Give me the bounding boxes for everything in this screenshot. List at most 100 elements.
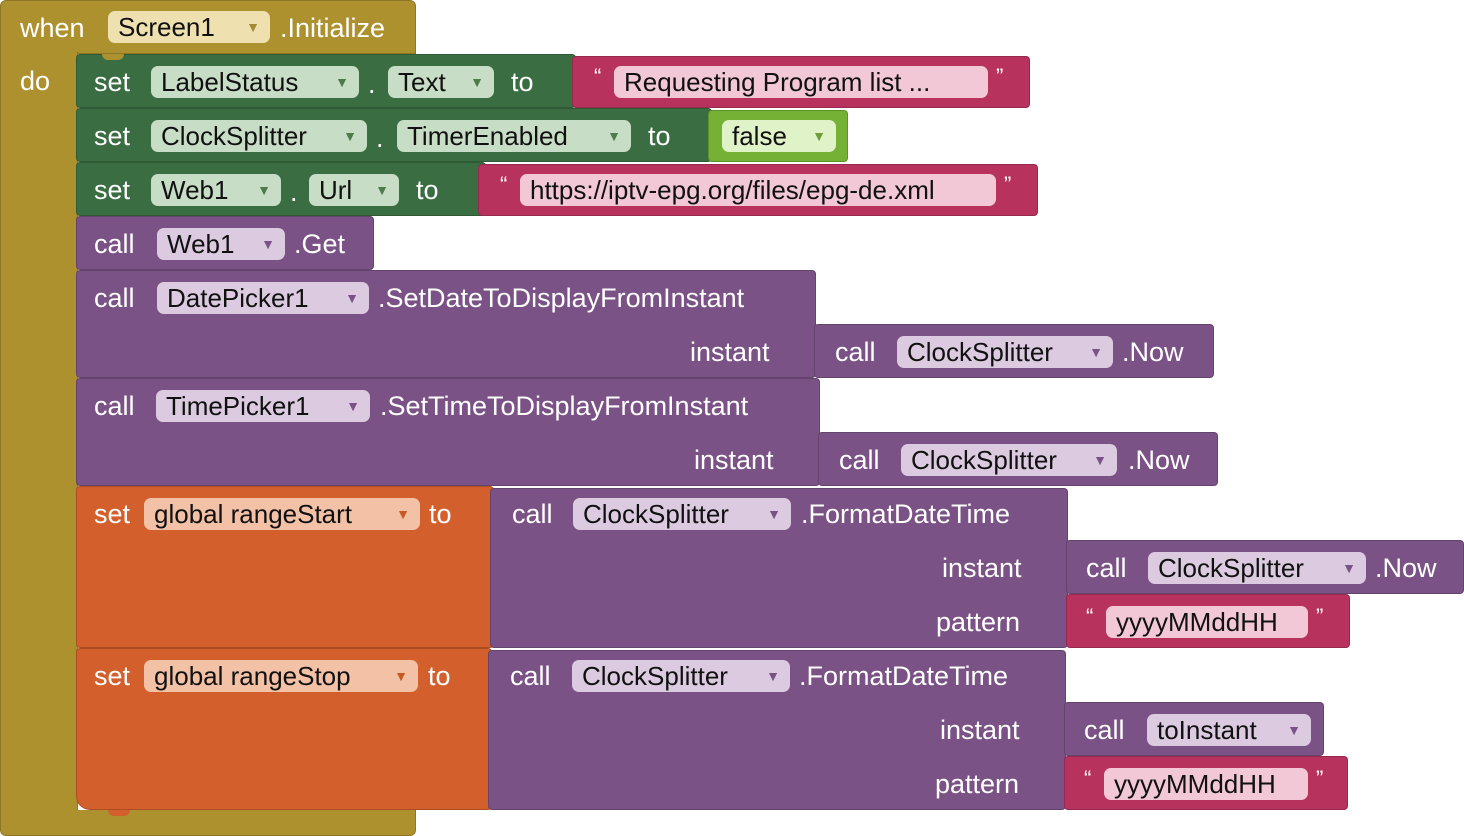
screen-component-label: Screen1	[118, 12, 215, 42]
toinstant-procedure-dropdown[interactable]: toInstant ▼	[1147, 714, 1311, 746]
set-keyword: set	[94, 499, 131, 529]
property-label: Url	[319, 175, 353, 205]
when-keyword: when	[20, 13, 85, 43]
open-quote: “	[1084, 766, 1092, 791]
pattern-text-field[interactable]: yyyyMMddHH	[1104, 768, 1308, 800]
method-name: .Now	[1375, 553, 1437, 583]
clocksplitter-component-dropdown[interactable]: ClockSplitter ▼	[901, 444, 1117, 476]
set-keyword: set	[94, 661, 131, 691]
chevron-down-icon: ▼	[375, 182, 389, 198]
clocksplitter-component-dropdown[interactable]: ClockSplitter ▼	[573, 498, 791, 530]
to-keyword: to	[428, 661, 451, 691]
component-label: Web1	[167, 229, 235, 259]
chevron-down-icon: ▼	[396, 506, 410, 522]
false-value-dropdown[interactable]: false ▼	[722, 120, 836, 152]
pattern-text-field[interactable]: yyyyMMddHH	[1106, 606, 1308, 638]
url-text-field[interactable]: https://iptv-epg.org/files/epg-de.xml	[520, 174, 996, 206]
set-keyword: set	[94, 67, 131, 97]
call-keyword: call	[835, 337, 876, 367]
status-text-field[interactable]: Requesting Program list ...	[614, 66, 988, 98]
labelstatus-component-dropdown[interactable]: LabelStatus ▼	[151, 66, 359, 98]
dot-separator: .	[290, 177, 298, 207]
component-label: Web1	[161, 175, 229, 205]
method-name: .Now	[1128, 445, 1190, 475]
instant-socket-label: instant	[942, 553, 1022, 583]
chevron-down-icon: ▼	[261, 236, 275, 252]
component-label: DatePicker1	[167, 283, 309, 313]
pattern-socket-label: pattern	[935, 769, 1020, 799]
chevron-down-icon: ▼	[766, 668, 780, 684]
clocksplitter-component-dropdown[interactable]: ClockSplitter ▼	[572, 660, 790, 692]
chevron-down-icon: ▼	[246, 19, 260, 35]
timepicker1-component-dropdown[interactable]: TimePicker1 ▼	[156, 390, 370, 422]
chevron-down-icon: ▼	[1342, 560, 1356, 576]
to-keyword: to	[416, 175, 439, 205]
datepicker1-component-dropdown[interactable]: DatePicker1 ▼	[157, 282, 369, 314]
close-quote: ”	[996, 64, 1004, 89]
set-web1-url-block[interactable]	[76, 162, 486, 216]
url-property-dropdown[interactable]: Url ▼	[309, 174, 399, 206]
status-text-value: Requesting Program list ...	[624, 67, 931, 97]
to-keyword: to	[648, 121, 671, 151]
set-keyword: set	[94, 121, 131, 151]
property-label: Text	[398, 67, 446, 97]
method-name: .Now	[1122, 337, 1184, 367]
call-web1-get-block[interactable]	[76, 216, 374, 270]
web1-component-dropdown[interactable]: Web1 ▼	[157, 228, 285, 260]
clocksplitter-component-dropdown[interactable]: ClockSplitter ▼	[1148, 552, 1366, 584]
block-connector-notch	[108, 810, 130, 816]
chevron-down-icon: ▼	[470, 74, 484, 90]
rangestart-variable-dropdown[interactable]: global rangeStart ▼	[144, 498, 420, 530]
call-keyword: call	[94, 391, 135, 421]
open-quote: “	[500, 172, 508, 197]
screen-component-dropdown[interactable]: Screen1 ▼	[108, 11, 270, 43]
pattern-text-value: yyyyMMddHH	[1116, 607, 1278, 637]
open-quote: “	[594, 64, 602, 89]
chevron-down-icon: ▼	[607, 128, 621, 144]
chevron-down-icon: ▼	[343, 128, 357, 144]
chevron-down-icon: ▼	[335, 74, 349, 90]
chevron-down-icon: ▼	[394, 668, 408, 684]
close-quote: ”	[1004, 172, 1012, 197]
boolean-label: false	[732, 121, 787, 151]
close-quote: ”	[1316, 604, 1324, 629]
pattern-socket-label: pattern	[936, 607, 1021, 637]
variable-label: global rangeStop	[154, 661, 351, 691]
chevron-down-icon: ▼	[1089, 344, 1103, 360]
method-name: .SetDateToDisplayFromInstant	[378, 283, 745, 313]
clocksplitter-component-dropdown[interactable]: ClockSplitter ▼	[897, 336, 1113, 368]
to-keyword: to	[511, 67, 534, 97]
call-keyword: call	[512, 499, 553, 529]
instant-socket-label: instant	[690, 337, 770, 367]
url-text-value: https://iptv-epg.org/files/epg-de.xml	[530, 175, 935, 205]
close-quote: ”	[1316, 766, 1324, 791]
call-keyword: call	[1086, 553, 1127, 583]
method-name: .FormatDateTime	[801, 499, 1011, 529]
clocksplitter-component-dropdown[interactable]: ClockSplitter ▼	[151, 120, 367, 152]
component-label: ClockSplitter	[161, 121, 307, 151]
instant-socket-label: instant	[694, 445, 774, 475]
web1-component-dropdown[interactable]: Web1 ▼	[151, 174, 281, 206]
component-label: ClockSplitter	[583, 499, 729, 529]
component-label: ClockSplitter	[907, 337, 1053, 367]
variable-label: global rangeStart	[154, 499, 353, 529]
component-label: ClockSplitter	[1158, 553, 1304, 583]
procedure-label: toInstant	[1157, 715, 1257, 745]
timerenabled-property-dropdown[interactable]: TimerEnabled ▼	[397, 120, 631, 152]
text-property-dropdown[interactable]: Text ▼	[388, 66, 494, 98]
component-label: ClockSplitter	[582, 661, 728, 691]
chevron-down-icon: ▼	[1093, 452, 1107, 468]
call-clocksplitter-now-block[interactable]	[1066, 540, 1464, 594]
to-keyword: to	[429, 499, 452, 529]
event-block-body-arm	[0, 52, 78, 812]
set-keyword: set	[94, 175, 131, 205]
dot-separator: .	[368, 69, 376, 99]
call-keyword: call	[839, 445, 880, 475]
chevron-down-icon: ▼	[345, 290, 359, 306]
open-quote: “	[1086, 604, 1094, 629]
instant-socket-label: instant	[940, 715, 1020, 745]
pattern-text-value: yyyyMMddHH	[1114, 769, 1276, 799]
chevron-down-icon: ▼	[1287, 722, 1301, 738]
method-name: .Get	[294, 229, 346, 259]
rangestop-variable-dropdown[interactable]: global rangeStop ▼	[144, 660, 418, 692]
